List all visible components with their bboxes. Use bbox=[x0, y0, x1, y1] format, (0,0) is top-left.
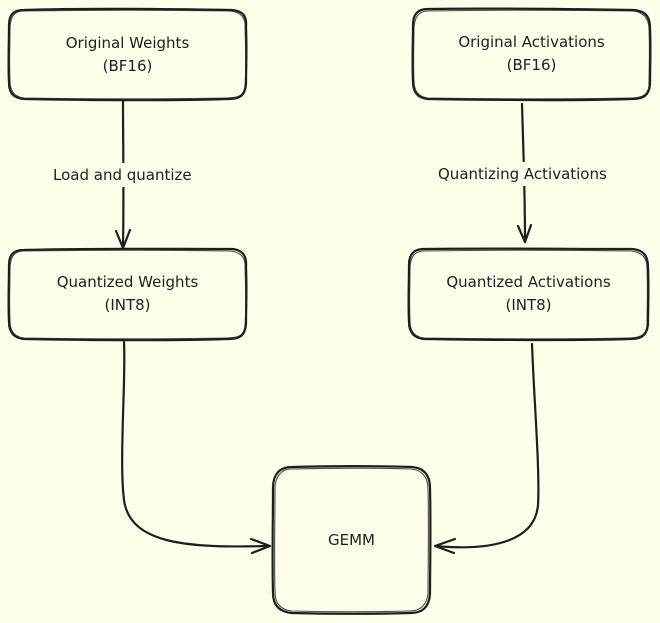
quantized-weights-title: Quantized Weights bbox=[56, 273, 199, 291]
quantizing-activations-label: Quantizing Activations bbox=[434, 162, 611, 186]
gemm-label: GEMM bbox=[328, 530, 375, 549]
quantized-activations-dtype: (INT8) bbox=[505, 296, 552, 314]
box-original-activations bbox=[411, 7, 652, 102]
original-weights-title: Original Weights bbox=[65, 33, 190, 52]
box-quantized-weights bbox=[7, 247, 248, 342]
quantized-activations-title: Quantized Activations bbox=[446, 273, 611, 291]
gemm-node[interactable]: GEMM bbox=[273, 467, 430, 613]
original-weights-dtype: (BF16) bbox=[102, 56, 153, 75]
edge-activations-to-gemm bbox=[433, 342, 540, 555]
quantized-weights-dtype: (INT8) bbox=[104, 296, 151, 314]
original-activations-node[interactable]: Original Activations (BF16) bbox=[413, 9, 650, 99]
box-quantized-activations bbox=[407, 247, 650, 342]
edge-weights-to-gemm bbox=[121, 340, 272, 555]
original-activations-title: Original Activations bbox=[458, 33, 605, 51]
original-activations-dtype: (BF16) bbox=[506, 56, 557, 74]
box-original-weights bbox=[7, 7, 248, 102]
quantized-weights-node[interactable]: Quantized Weights (INT8) bbox=[9, 249, 246, 339]
load-and-quantize-label: Load and quantize bbox=[49, 163, 196, 187]
quantized-activations-node[interactable]: Quantized Activations (INT8) bbox=[409, 249, 648, 339]
box-gemm bbox=[271, 465, 432, 615]
original-weights-node[interactable]: Original Weights (BF16) bbox=[9, 10, 246, 99]
